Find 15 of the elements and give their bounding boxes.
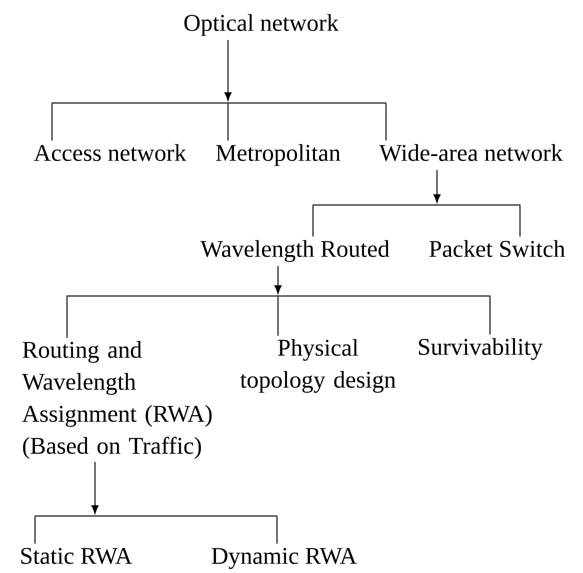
node-label: Packet Switch <box>429 240 566 258</box>
node-label: Routing and Wavelength Assignment (RWA) (Based on Traffic) <box>22 341 212 459</box>
node-label: Metropolitan <box>216 144 340 166</box>
node-label: Access network <box>34 144 186 162</box>
node-label: Survivability <box>418 338 543 360</box>
node-label: Static RWA <box>21 548 132 564</box>
connector-arrow <box>274 266 282 294</box>
connector-arrow <box>433 170 441 203</box>
node-label: Dynamic RWA <box>212 548 357 569</box>
connector-arrow <box>91 462 99 514</box>
node-label: Optical network <box>184 14 339 36</box>
node-label: Wavelength Routed <box>200 240 390 262</box>
node-label: Wide-area network <box>379 144 563 162</box>
node-label: Physical topology design <box>240 338 396 393</box>
connector-arrow <box>224 40 232 101</box>
